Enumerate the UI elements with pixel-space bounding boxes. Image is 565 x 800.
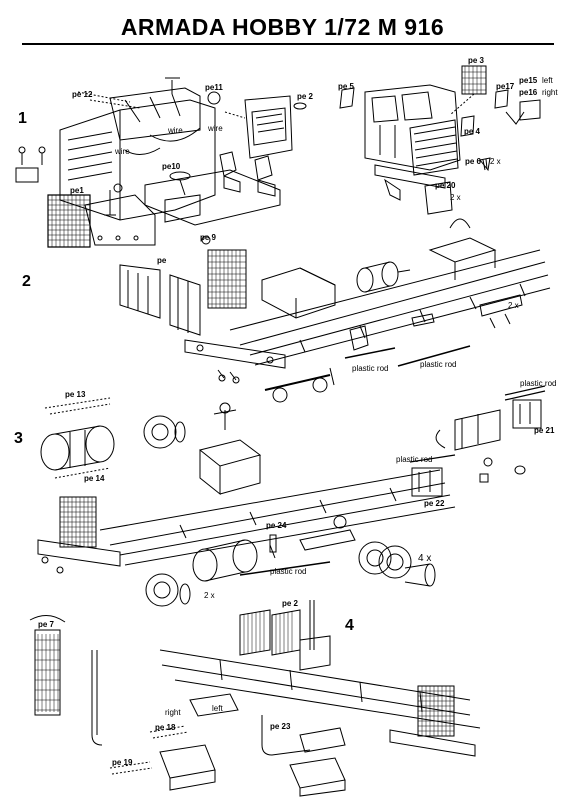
cab-rear-wall — [208, 92, 306, 158]
page-title: ARMADA HOBBY 1/72 M 916 — [120, 14, 445, 40]
cab-assembly-right — [340, 66, 540, 214]
label-pe1: pe1 — [70, 186, 84, 195]
label-pe23: pe 23 — [270, 722, 291, 731]
label-pe13: pe 13 — [65, 390, 86, 399]
label-pe24: pe 24 — [266, 521, 287, 530]
chassis-step3 — [38, 386, 545, 606]
label-right-pe16: right — [542, 88, 558, 97]
label-pe4: pe 4 — [464, 127, 481, 136]
label-pe2-bottom: pe 2 — [282, 599, 299, 608]
label-right-fender: right — [165, 708, 181, 717]
label-wheel-quantity-4: 4 x — [418, 553, 432, 564]
label-pe20-quantity: 2 x — [450, 193, 461, 202]
label-pe-railing: pe — [157, 256, 167, 265]
label-pe7: pe 7 — [38, 620, 55, 629]
label-step2-quantity: 2 x — [508, 301, 519, 310]
label-pe22: pe 22 — [424, 499, 445, 508]
label-left-pe15: left — [542, 76, 553, 85]
step-number-2: 2 — [22, 273, 31, 290]
label-wheel-quantity-2: 2 x — [204, 591, 215, 600]
label-plastic-rod-2: plastic rod — [420, 360, 457, 369]
label-pe9: pe 9 — [200, 233, 217, 242]
label-pe10: pe10 — [162, 162, 181, 171]
label-pe14: pe 14 — [84, 474, 105, 483]
title-rule — [22, 43, 554, 45]
label-left-fender: left — [212, 704, 223, 713]
label-pe21: pe 21 — [534, 426, 555, 435]
step-number-3: 3 — [14, 430, 23, 447]
label-pe11: pe11 — [205, 83, 223, 92]
label-plastic-rod-4: plastic rod — [396, 455, 433, 464]
label-pe6-quantity: 2 x — [490, 157, 501, 166]
label-pe3: pe 3 — [468, 56, 485, 65]
label-plastic-rod-1: plastic rod — [352, 364, 389, 373]
chassis-step2 — [120, 219, 550, 402]
cab-assembly-left — [16, 78, 215, 247]
label-wire-1: wire — [168, 126, 183, 135]
label-pe19: pe 19 — [112, 758, 133, 767]
label-pe18: pe 18 — [155, 723, 176, 732]
label-pe16: pe16 — [519, 88, 538, 97]
step-number-4: 4 — [345, 617, 354, 634]
label-wire-3: wire — [115, 147, 130, 156]
label-wire-2: wire — [208, 124, 223, 133]
cab-interior — [145, 152, 280, 225]
label-plastic-rod-3: plastic rod — [520, 379, 557, 388]
step-number-1: 1 — [18, 110, 27, 127]
label-pe2-top: pe 2 — [297, 92, 314, 101]
label-pe20: pe 20 — [435, 181, 456, 190]
label-plastic-rod-5: plastic rod — [270, 567, 307, 576]
label-pe15: pe15 — [519, 76, 538, 85]
label-pe5: pe 5 — [338, 82, 355, 91]
label-pe6: pe 6 — [465, 157, 482, 166]
chassis-step4 — [30, 600, 480, 796]
label-pe17: pe17 — [496, 82, 515, 91]
label-pe12: pe 12 — [72, 90, 93, 99]
